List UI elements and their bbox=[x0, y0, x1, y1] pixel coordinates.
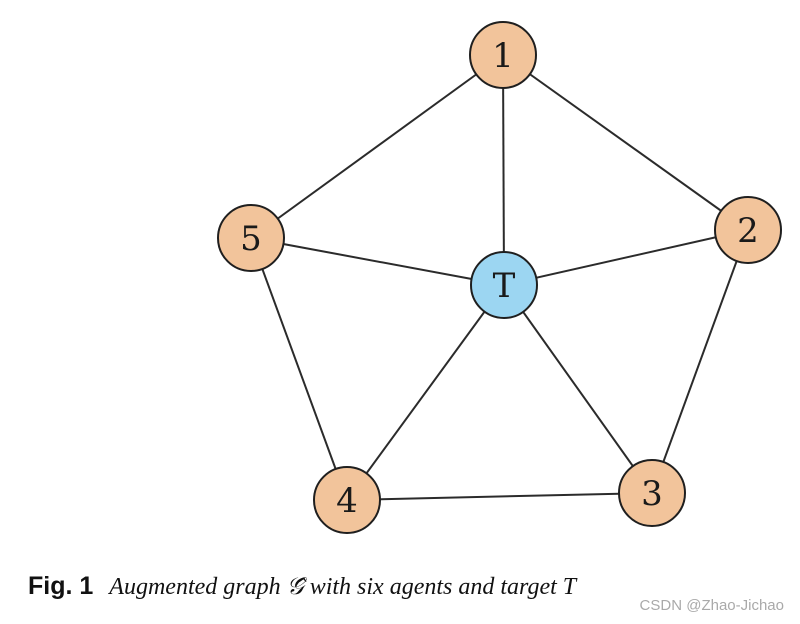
node-label-1: 1 bbox=[492, 36, 514, 76]
edge-2-T bbox=[503, 229, 749, 286]
agent-node-3: 3 bbox=[618, 459, 686, 527]
edge-1-T bbox=[502, 54, 505, 286]
figure-caption: Fig. 1 Augmented graph 𝒢̂ with six agent… bbox=[28, 572, 576, 612]
nodes: 1 2 3 4 5T bbox=[217, 21, 782, 534]
node-circle-T bbox=[470, 251, 538, 319]
edge-3-4 bbox=[346, 492, 653, 501]
node-circle-2 bbox=[714, 196, 782, 264]
edge-3-T bbox=[503, 284, 653, 494]
caption-text: Augmented graph 𝒢̂ with six agents and t… bbox=[109, 574, 577, 600]
target-node-T: T bbox=[470, 251, 538, 319]
agent-node-4: 4 bbox=[313, 466, 381, 534]
edge-4-5 bbox=[250, 237, 348, 501]
node-label-5: 5 bbox=[240, 219, 262, 259]
caption-label: Fig. 1 bbox=[28, 572, 94, 600]
edge-1-2 bbox=[502, 54, 749, 231]
edges bbox=[250, 54, 749, 501]
node-circle-3 bbox=[618, 459, 686, 527]
node-label-3: 3 bbox=[641, 474, 663, 514]
node-label-T: T bbox=[493, 266, 516, 306]
edge-4-T bbox=[346, 284, 505, 501]
node-circle-4 bbox=[313, 466, 381, 534]
watermark: CSDN @Zhao-Jichao bbox=[639, 597, 784, 614]
edge-5-1 bbox=[250, 54, 504, 239]
node-circle-5 bbox=[217, 204, 285, 272]
agent-node-1: 1 bbox=[469, 21, 537, 89]
agent-node-5: 5 bbox=[217, 204, 285, 272]
node-circle-1 bbox=[469, 21, 537, 89]
node-label-2: 2 bbox=[737, 211, 759, 251]
edge-5-T bbox=[250, 237, 505, 286]
agent-node-2: 2 bbox=[714, 196, 782, 264]
edge-2-3 bbox=[651, 229, 749, 494]
node-label-4: 4 bbox=[336, 481, 358, 521]
